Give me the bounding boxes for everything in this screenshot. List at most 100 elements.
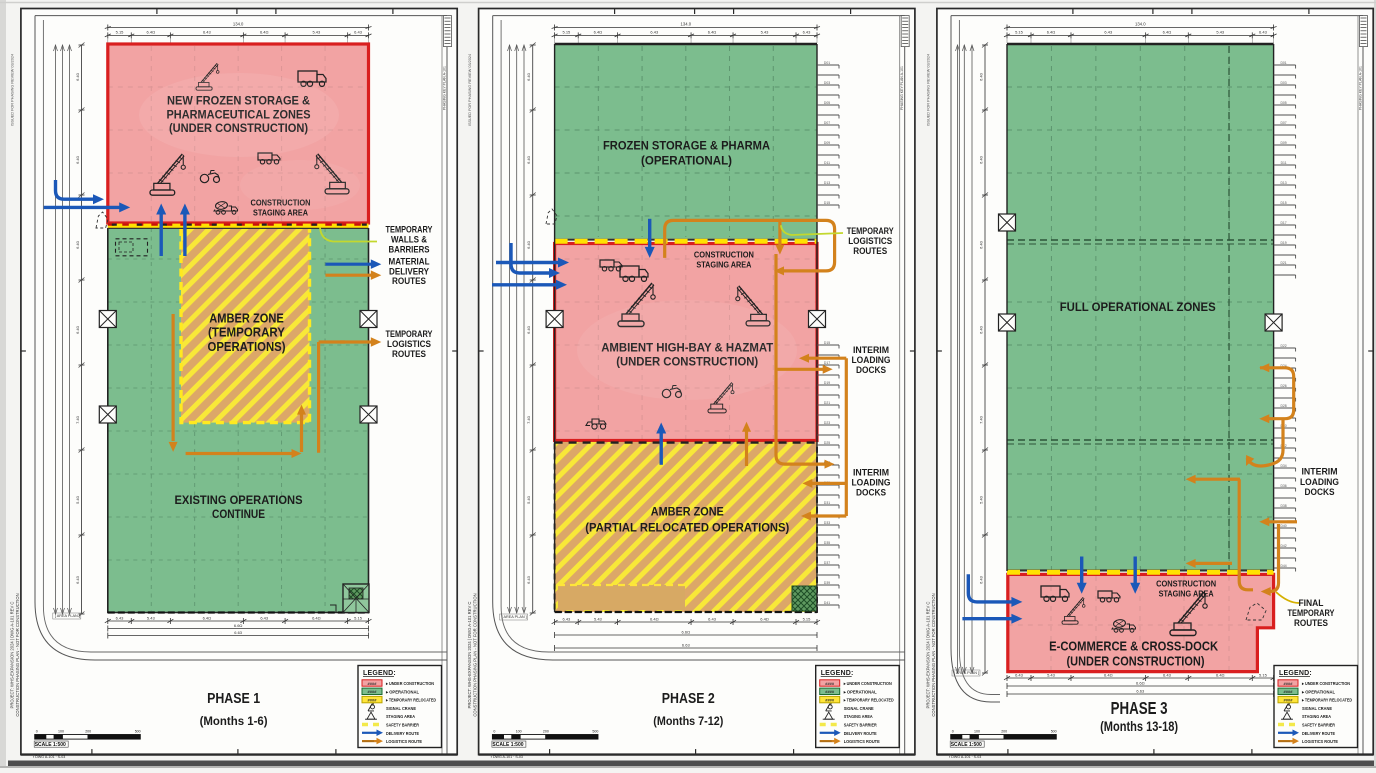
- svg-text:SCALE 1:500: SCALE 1:500: [35, 742, 66, 748]
- svg-text:6.6Ω: 6.6Ω: [682, 630, 691, 635]
- svg-text:[ AREA PLAN ]: [ AREA PLAN ]: [55, 614, 80, 618]
- svg-text:0: 0: [36, 730, 38, 734]
- svg-text:PHARMACEUTICAL ZONES: PHARMACEUTICAL ZONES: [167, 107, 311, 121]
- svg-text:6.40: 6.40: [526, 155, 531, 164]
- svg-text:PROJECT: WHS-EXPANSION 2024 |: PROJECT: WHS-EXPANSION 2024 | DWG A-101 …: [926, 602, 931, 709]
- svg-text:▪ DWG A-101 · S-03: ▪ DWG A-101 · S-03: [491, 755, 523, 759]
- svg-text:6.43: 6.43: [803, 29, 812, 34]
- svg-text:CONSTRUCTION PHASING PLAN -: CONSTRUCTION PHASING PLAN - NOT FOR CONS…: [931, 593, 936, 716]
- svg-text:D24: D24: [1280, 364, 1286, 368]
- svg-text:▪ DWG A-101 · S-03: ▪ DWG A-101 · S-03: [949, 755, 981, 759]
- svg-text:D15: D15: [1280, 201, 1286, 205]
- svg-text:(OPERATIONAL): (OPERATIONAL): [641, 154, 732, 168]
- svg-text:▸ OPERATIONAL: ▸ OPERATIONAL: [843, 689, 877, 694]
- svg-text:6.43: 6.43: [526, 575, 531, 584]
- svg-text:6.4Ω: 6.4Ω: [147, 29, 156, 34]
- svg-text:6.40: 6.40: [526, 240, 531, 249]
- svg-text:TEMPORARY: TEMPORARY: [386, 329, 433, 339]
- svg-text:▸ TEMPORARY RELOCATED: ▸ TEMPORARY RELOCATED: [843, 698, 894, 703]
- svg-text:5.40: 5.40: [526, 495, 531, 504]
- svg-text:D17: D17: [824, 361, 830, 365]
- svg-text:D05: D05: [824, 101, 830, 105]
- svg-text:6.4Ω: 6.4Ω: [260, 29, 269, 34]
- svg-text:TEMPORARY: TEMPORARY: [1288, 608, 1335, 618]
- svg-text:6.43: 6.43: [1163, 673, 1172, 678]
- svg-text:D36: D36: [1280, 484, 1286, 488]
- svg-text:200: 200: [543, 730, 549, 734]
- svg-text:6.43: 6.43: [203, 29, 212, 34]
- svg-text:D07: D07: [824, 121, 830, 125]
- svg-text:6.4Ω: 6.4Ω: [1047, 29, 1056, 34]
- svg-text:6.40: 6.40: [979, 72, 984, 81]
- svg-text:100: 100: [58, 730, 64, 734]
- svg-text:D33: D33: [824, 521, 830, 525]
- svg-text:LOGISTICS ROUTE: LOGISTICS ROUTE: [1302, 739, 1338, 744]
- svg-text:D15: D15: [824, 341, 830, 345]
- svg-text:PHASING KEY PLAN A-101: PHASING KEY PLAN A-101: [900, 66, 904, 110]
- svg-text:5.40: 5.40: [75, 495, 80, 504]
- svg-text:6.40: 6.40: [75, 240, 80, 249]
- svg-text:(UNDER CONSTRUCTION): (UNDER CONSTRUCTION): [1067, 653, 1205, 668]
- svg-text:OPERATIONS): OPERATIONS): [208, 340, 286, 354]
- svg-text:6.43: 6.43: [979, 575, 984, 584]
- svg-text:E-COMMERCE & CROSS-DOCK: E-COMMERCE & CROSS-DOCK: [1049, 638, 1219, 653]
- svg-text:LEGEND:: LEGEND:: [821, 670, 854, 677]
- svg-text:5.43: 5.43: [1216, 29, 1225, 34]
- svg-text:6.40: 6.40: [979, 240, 984, 249]
- svg-text:134.0: 134.0: [681, 22, 692, 27]
- svg-text:0: 0: [952, 730, 954, 734]
- svg-text:D22: D22: [1280, 344, 1286, 348]
- svg-text:PHASING KEY PLAN A-101: PHASING KEY PLAN A-101: [1358, 66, 1362, 110]
- svg-text:CONSTRUCTION: CONSTRUCTION: [694, 251, 754, 260]
- svg-text:6.40: 6.40: [979, 325, 984, 334]
- svg-text:CONSTRUCTION: CONSTRUCTION: [1156, 579, 1216, 588]
- svg-text:SIGNAL CRANE: SIGNAL CRANE: [386, 706, 416, 711]
- svg-text:6.6Ω: 6.6Ω: [1136, 681, 1145, 686]
- svg-text:6.43: 6.43: [650, 29, 659, 34]
- svg-text:####: ####: [368, 697, 378, 702]
- svg-text:(Months 13-18): (Months 13-18): [1100, 719, 1178, 734]
- svg-text:6.4Ω: 6.4Ω: [1163, 29, 1172, 34]
- svg-text:PHASE 2: PHASE 2: [662, 691, 715, 707]
- svg-text:D11: D11: [824, 161, 830, 165]
- svg-text:LOGISTICS ROUTE: LOGISTICS ROUTE: [844, 739, 880, 744]
- svg-text:D09: D09: [824, 141, 830, 145]
- svg-text:WALLS &: WALLS &: [391, 234, 428, 244]
- svg-text:BARRIERS: BARRIERS: [389, 244, 430, 254]
- svg-text:ISSUED FOR PHASING REVIEW 03/: ISSUED FOR PHASING REVIEW 03/2024: [11, 54, 15, 126]
- svg-text:PHASING KEY PLAN A-101: PHASING KEY PLAN A-101: [442, 66, 446, 110]
- svg-text:PHASE 3: PHASE 3: [1111, 698, 1168, 718]
- svg-text:ROUTES: ROUTES: [1294, 618, 1328, 628]
- svg-text:D03: D03: [824, 81, 830, 85]
- svg-text:6.40: 6.40: [526, 325, 531, 334]
- svg-text:6.40: 6.40: [526, 72, 531, 81]
- svg-text:STAGING AREA: STAGING AREA: [386, 714, 416, 719]
- svg-text:5.43: 5.43: [594, 617, 603, 622]
- svg-text:LOADING: LOADING: [1300, 477, 1339, 487]
- svg-text:5.43: 5.43: [761, 29, 770, 34]
- svg-text:ISSUED FOR PHASING REVIEW 03/: ISSUED FOR PHASING REVIEW 03/2024: [927, 54, 931, 126]
- svg-text:CONTINUE: CONTINUE: [212, 507, 265, 521]
- svg-text:D21: D21: [1280, 261, 1286, 265]
- svg-text:5.43: 5.43: [147, 616, 156, 621]
- svg-text:6.40: 6.40: [75, 155, 80, 164]
- svg-text:D03: D03: [1280, 81, 1286, 85]
- svg-text:D28: D28: [1280, 404, 1286, 408]
- svg-text:500: 500: [592, 730, 598, 734]
- svg-text:D44: D44: [1280, 564, 1286, 568]
- svg-text:134.0: 134.0: [233, 22, 244, 27]
- svg-text:(Months 7-12): (Months 7-12): [653, 714, 723, 728]
- svg-text:FULL OPERATIONAL ZONES: FULL OPERATIONAL ZONES: [1060, 300, 1216, 314]
- svg-text:####: ####: [1284, 697, 1294, 702]
- svg-text:D13: D13: [1280, 181, 1286, 185]
- svg-text:D05: D05: [1280, 101, 1286, 105]
- svg-text:LEGEND:: LEGEND:: [363, 670, 396, 677]
- svg-text:6.63: 6.63: [682, 643, 691, 648]
- svg-text:5.40: 5.40: [979, 495, 984, 504]
- svg-text:6.4Ω: 6.4Ω: [708, 29, 717, 34]
- svg-text:MATERIAL: MATERIAL: [389, 257, 431, 267]
- svg-text:5.15: 5.15: [1015, 29, 1024, 34]
- svg-text:AMBER ZONE: AMBER ZONE: [651, 505, 724, 519]
- svg-text:PROJECT: WHS-EXPANSION 2024 |: PROJECT: WHS-EXPANSION 2024 | DWG A-101 …: [467, 602, 472, 709]
- svg-text:DELIVERY ROUTE: DELIVERY ROUTE: [844, 731, 877, 736]
